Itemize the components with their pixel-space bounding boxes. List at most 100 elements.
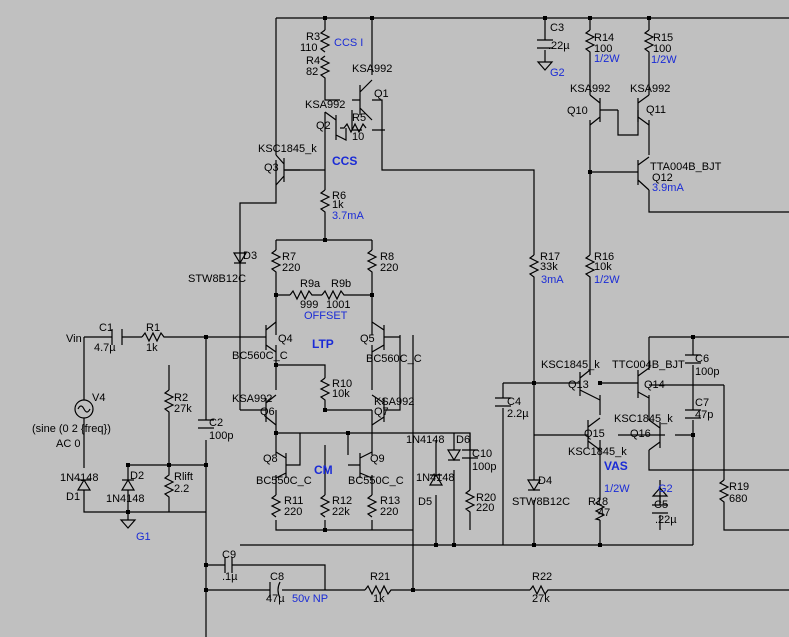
labels: R3 110 CCS I R4 82 KSA992 Q1 KSA992 Q2 R… bbox=[32, 22, 749, 605]
capacitors bbox=[111, 39, 701, 599]
R11-value: 220 bbox=[284, 506, 302, 518]
R3-ref: R3 bbox=[306, 31, 320, 43]
R18-value: 47 bbox=[598, 507, 610, 519]
R15-symbol bbox=[643, 29, 655, 55]
R2-ref: R2 bbox=[174, 392, 188, 404]
net-g2a: G2 bbox=[550, 67, 565, 79]
R16-value: 10k bbox=[594, 261, 612, 273]
R14-rating: 1/2W bbox=[594, 53, 620, 65]
R12-symbol bbox=[319, 494, 331, 518]
ground-g2-right-icon bbox=[651, 487, 669, 505]
Q10-symbol bbox=[589, 94, 618, 126]
R5-value: 10 bbox=[352, 131, 364, 143]
label-vas: VAS bbox=[604, 459, 628, 473]
Q14-part: TTC004B_BJT bbox=[612, 359, 685, 371]
D4-part: STW8B12C bbox=[512, 496, 570, 508]
C3-value: .22µ bbox=[548, 40, 570, 52]
Q16-part: KSC1845_k bbox=[614, 413, 673, 425]
D2-part: 1N4148 bbox=[106, 493, 145, 505]
Q2-symbol bbox=[324, 111, 347, 141]
R13-symbol bbox=[366, 494, 378, 518]
C3-ref: C3 bbox=[550, 22, 564, 34]
Q6-symbol bbox=[265, 394, 277, 426]
D3-symbol bbox=[232, 252, 248, 265]
R8-symbol bbox=[366, 249, 378, 275]
C10-ref: C10 bbox=[472, 448, 492, 460]
R12-ref: R12 bbox=[332, 495, 352, 507]
V4-ac: AC 0 bbox=[56, 438, 80, 450]
D6-part: 1N4148 bbox=[406, 434, 445, 446]
R7-symbol bbox=[270, 249, 282, 275]
R16-symbol bbox=[584, 254, 596, 285]
D2-ref: D2 bbox=[130, 470, 144, 482]
Q4-symbol bbox=[265, 321, 277, 353]
Q5-part: BC560C_C bbox=[366, 353, 422, 365]
C8-note: 50v NP bbox=[292, 593, 328, 605]
C7-ref: C7 bbox=[695, 397, 709, 409]
Q14-ref: Q14 bbox=[644, 379, 665, 391]
svg-text:R3: R3 bbox=[306, 31, 320, 43]
R18-symbol bbox=[594, 499, 606, 521]
C1-ref: C1 bbox=[99, 322, 113, 334]
R1-symbol bbox=[141, 331, 166, 343]
R19-ref: R19 bbox=[729, 481, 749, 493]
C5-value: .22µ bbox=[655, 514, 677, 526]
C7-symbol bbox=[685, 409, 701, 419]
R10-ref: R10 bbox=[332, 378, 352, 390]
Q13-ref: Q13 bbox=[568, 379, 589, 391]
R12-value: 22k bbox=[332, 506, 350, 518]
diodes bbox=[76, 252, 542, 512]
D5-part: 1N4148 bbox=[416, 472, 455, 484]
junction-dots bbox=[126, 16, 695, 592]
C1-value: 4.7µ bbox=[94, 342, 116, 354]
Q4-ref: Q4 bbox=[278, 333, 293, 345]
Q6-part: KSA992 bbox=[232, 393, 272, 405]
C2-ref: C2 bbox=[209, 417, 223, 429]
C8-symbol bbox=[269, 581, 281, 599]
Q11-ref: Q11 bbox=[646, 104, 666, 116]
C9-ref: C9 bbox=[222, 549, 236, 561]
Q10-ref: Q10 bbox=[567, 105, 588, 117]
Q14-symbol bbox=[600, 367, 650, 399]
R9a-ref: R9a bbox=[300, 278, 321, 290]
R1-ref: R1 bbox=[146, 322, 160, 334]
R5-symbol bbox=[340, 122, 367, 134]
R21-value: 1k bbox=[373, 593, 385, 605]
R7-ref: R7 bbox=[282, 251, 296, 263]
Q8-ref: Q8 bbox=[263, 453, 278, 465]
C6-value: 100p bbox=[695, 366, 719, 378]
V4-ref: V4 bbox=[92, 392, 105, 404]
Q9-symbol bbox=[348, 451, 373, 479]
Q7-part: KSA992 bbox=[374, 396, 414, 408]
Q3-ref: Q3 bbox=[264, 162, 279, 174]
C8-ref: C8 bbox=[270, 571, 284, 583]
C6-ref: C6 bbox=[695, 353, 709, 365]
D6-symbol bbox=[446, 449, 462, 462]
R21-symbol bbox=[364, 584, 393, 596]
Q12-ref: Q12 bbox=[652, 172, 673, 184]
R22-value: 27k bbox=[532, 593, 550, 605]
C2-value: 100p bbox=[209, 430, 233, 442]
R11-ref: R11 bbox=[284, 495, 303, 507]
D1-part: 1N4148 bbox=[60, 472, 99, 484]
ground-g2-top-icon bbox=[536, 61, 554, 71]
R18-ref: R18 bbox=[588, 496, 608, 508]
i-r17: 3mA bbox=[541, 274, 564, 286]
Q2-ref: Q2 bbox=[316, 120, 331, 132]
R20-symbol bbox=[464, 489, 476, 515]
R3-value: 110 bbox=[300, 42, 318, 54]
R13-value: 220 bbox=[380, 506, 398, 518]
Q2-part: KSA992 bbox=[305, 99, 345, 111]
R4-value: 82 bbox=[306, 66, 318, 78]
D1-symbol bbox=[76, 478, 92, 491]
R14-ref: R14 bbox=[594, 32, 614, 44]
R11-symbol bbox=[270, 494, 282, 518]
R15-rating: 1/2W bbox=[651, 54, 677, 66]
R15-ref: R15 bbox=[653, 32, 673, 44]
R4-ref: R4 bbox=[306, 55, 320, 67]
C10-value: 100p bbox=[472, 461, 496, 473]
R9a-value: 999 bbox=[300, 299, 318, 311]
R20-ref: R20 bbox=[476, 492, 496, 504]
R10-value: 10k bbox=[332, 388, 350, 400]
Q10-part: KSA992 bbox=[570, 83, 610, 95]
